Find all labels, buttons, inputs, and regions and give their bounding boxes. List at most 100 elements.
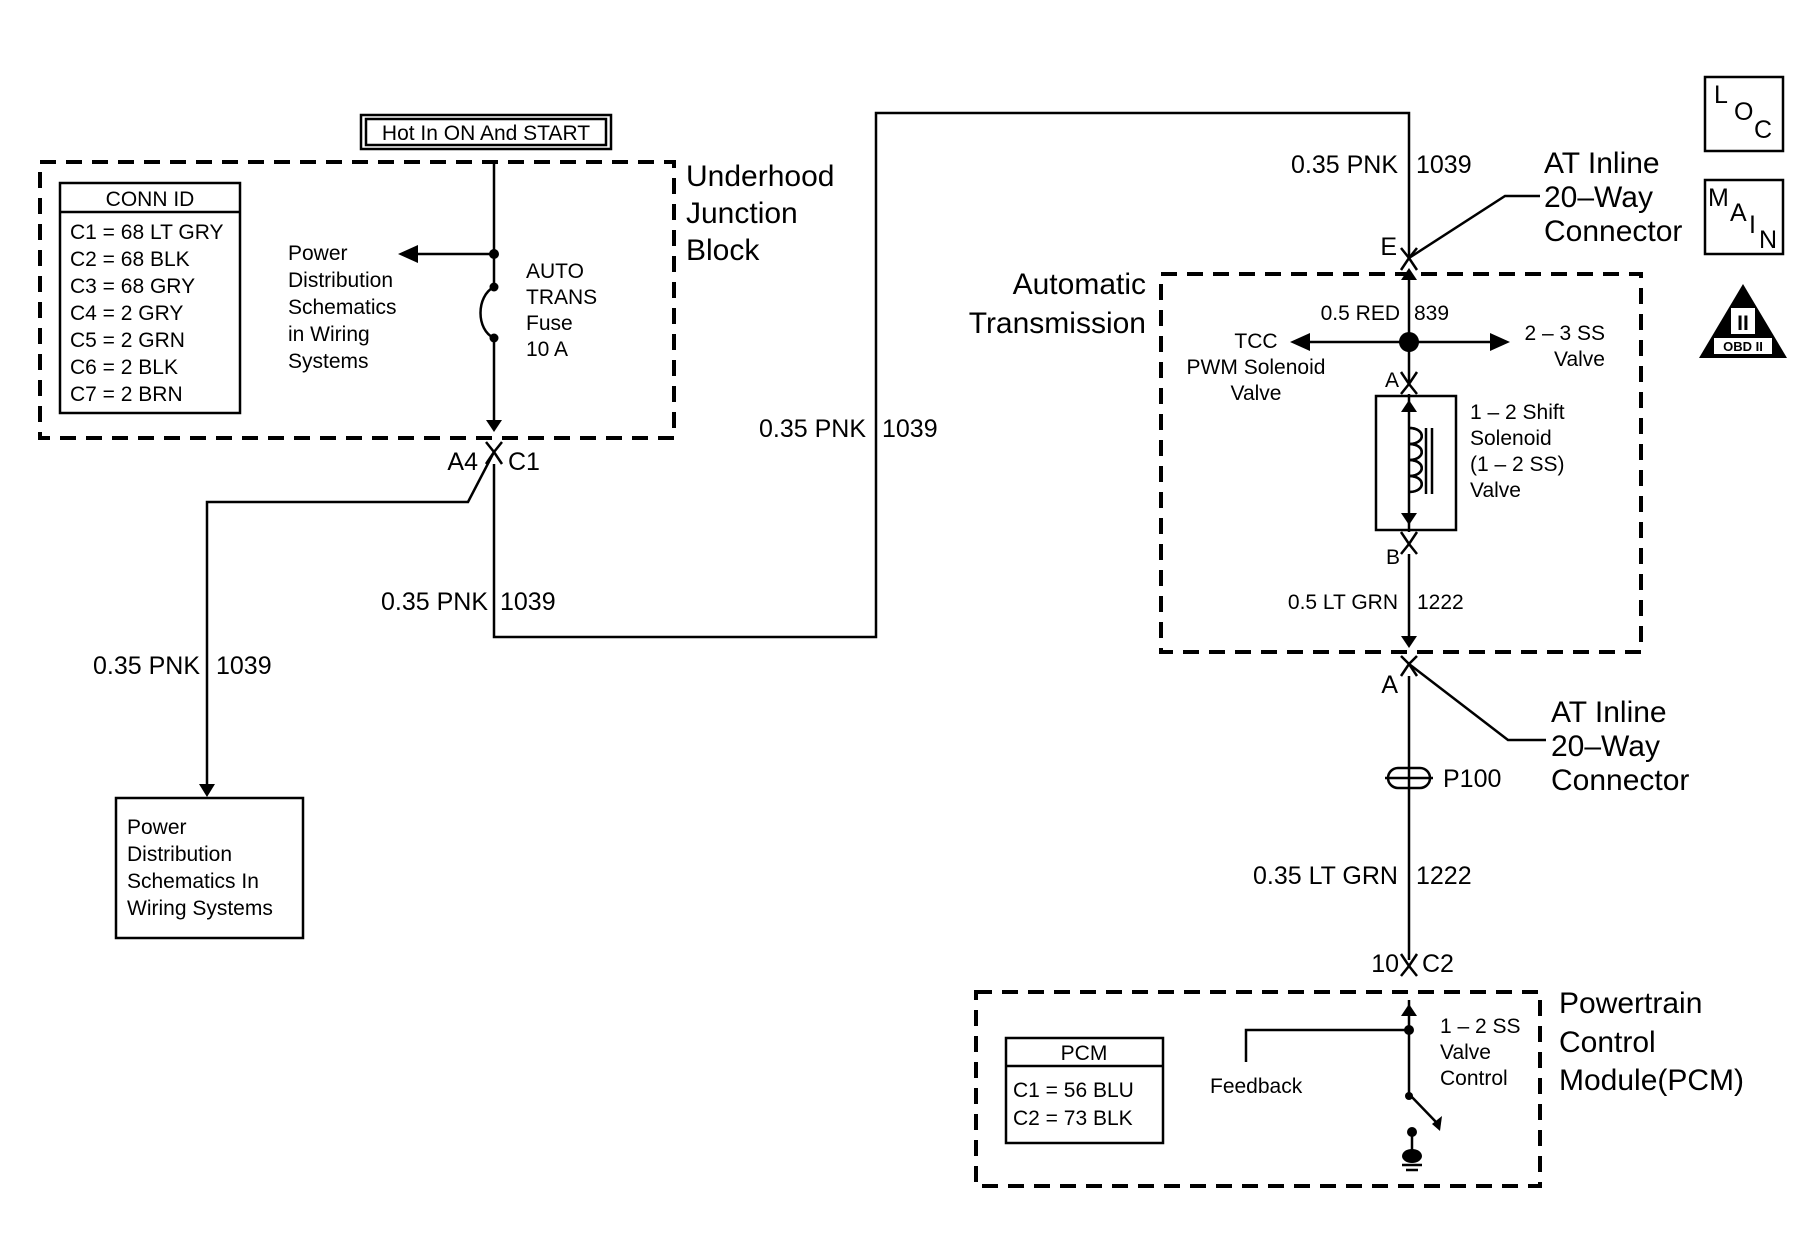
obd-ii-label-box <box>1714 338 1772 354</box>
pcm-table-row-2: C2 = 73 BLK <box>1013 1107 1133 1130</box>
splice-p100: P100 <box>1385 765 1501 793</box>
shift-solenoid-12 <box>1374 394 1458 532</box>
inner-grn-gauge: 0.5 LT GRN <box>1288 591 1398 614</box>
conn-id-row-1: C1 = 68 LT GRY <box>70 221 224 244</box>
pcm-switch-arrow-icon <box>1432 1116 1442 1131</box>
at-bottom-label-line-2: 20–Way <box>1551 730 1660 763</box>
conn-id-row-6: C6 = 2 BLK <box>70 356 178 379</box>
top-right-gauge: 0.35 PNK <box>1291 151 1398 179</box>
shift-solenoid-label: 1 – 2 Shift Solenoid (1 – 2 SS) Valve <box>1470 401 1565 502</box>
pcm-control-line-3: Control <box>1440 1067 1508 1090</box>
mid-high-gauge: 0.35 PNK <box>759 415 866 443</box>
power-dist-box-line-3: Schematics In <box>127 870 259 893</box>
connector-c1-conn-label: C1 <box>508 448 540 476</box>
pcm-table-title: PCM <box>1061 1042 1108 1065</box>
power-dist-box-line-4: Wiring Systems <box>127 897 273 920</box>
hot-label-inner <box>364 117 608 147</box>
solenoid-pin-a-label: A <box>1385 369 1399 392</box>
at-bottom-label-line-3: Connector <box>1551 764 1689 797</box>
ss23-label: 2 – 3 SS Valve <box>1524 322 1605 371</box>
transmission-title-line-2: Transmission <box>969 307 1146 340</box>
at-bottom-lower-chevron-icon <box>1399 661 1419 677</box>
left-branch-wire <box>205 451 496 788</box>
at-top-leader-line <box>1408 194 1540 260</box>
conn-id-row-5: C5 = 2 GRN <box>70 329 185 352</box>
at-bottom-leader-line <box>1408 663 1546 742</box>
conn-id-row-4: C4 = 2 GRY <box>70 302 183 325</box>
feedback-wire <box>1244 1028 1409 1062</box>
loc-letter-l: L <box>1714 81 1728 109</box>
tcc-label-line-2: PWM Solenoid <box>1187 356 1326 379</box>
power-dist-box-line-2: Distribution <box>127 843 232 866</box>
obd-ii-label: OBD II <box>1723 339 1763 354</box>
ss23-label-line-2: Valve <box>1554 348 1605 371</box>
pcm-input-arrow-icon <box>1401 1004 1417 1016</box>
left-branch-gauge: 0.35 PNK <box>93 652 200 680</box>
red-wire-up-arrow-icon <box>1401 268 1417 280</box>
shift-solenoid-line-3: (1 – 2 SS) <box>1470 453 1565 476</box>
shift-solenoid-line-4: Valve <box>1470 479 1521 502</box>
main-letter-i: I <box>1749 211 1756 239</box>
hot-label: Hot In ON And START <box>359 113 613 151</box>
pcm-table: PCM C1 = 56 BLU C2 = 73 BLK <box>1004 1036 1165 1145</box>
power-dist-line-1: Power <box>288 242 348 265</box>
tcc-arrow-icon <box>1290 333 1310 351</box>
power-dist-arrow-icon <box>398 245 418 263</box>
power-dist-line-3: Schematics <box>288 296 397 319</box>
conn-id-row-7: C7 = 2 BRN <box>70 383 183 406</box>
solenoid-pin-a-lower-chevron-icon <box>1400 381 1418 395</box>
conn-id-table: CONN ID C1 = 68 LT GRY C2 = 68 BLK C3 = … <box>58 181 242 415</box>
hot-label-text: Hot In ON And START <box>382 122 590 145</box>
main-badge-frame <box>1703 178 1785 256</box>
main-letter-n: N <box>1759 226 1777 254</box>
shift-solenoid-frame <box>1374 394 1458 532</box>
fuse-top-node-icon <box>489 249 499 259</box>
tcc-label: TCC PWM Solenoid Valve <box>1187 330 1326 405</box>
tcc-label-line-1: TCC <box>1234 330 1277 353</box>
at-connector-top: E AT Inline 20–Way Connector <box>1380 147 1682 271</box>
at-connector-bottom: A AT Inline 20–Way Connector <box>1381 655 1689 797</box>
hot-label-outer <box>359 113 613 151</box>
shift-solenoid-up-arrow-icon <box>1401 400 1417 412</box>
inner-grn-arrow-icon <box>1401 636 1417 648</box>
fuse-label-line-2: TRANS <box>526 286 597 309</box>
pcm-boundary <box>974 990 1542 1188</box>
pcm-title-line-1: Powertrain <box>1559 987 1702 1020</box>
main-badge: M A I N <box>1703 178 1785 256</box>
main-letter-a: A <box>1730 199 1747 227</box>
loc-letter-c: C <box>1754 116 1772 144</box>
shift-solenoid-line-1: 1 – 2 Shift <box>1470 401 1565 424</box>
shift-solenoid-down-arrow-icon <box>1401 513 1417 525</box>
mid-high-circuit: 1039 <box>882 415 938 443</box>
transmission-title-line-1: Automatic <box>1013 268 1146 301</box>
at-bottom-label-line-1: AT Inline <box>1551 696 1667 729</box>
pcm-control-label: 1 – 2 SS Valve Control <box>1440 1015 1521 1090</box>
loc-letter-o: O <box>1734 98 1753 126</box>
at-top-pin-label: E <box>1380 233 1397 261</box>
fuse-label-line-1: AUTO <box>526 260 584 283</box>
at-top-label-line-3: Connector <box>1544 215 1682 248</box>
power-distribution-note: Power Distribution Schematics in Wiring … <box>288 242 397 373</box>
at-top-label-line-2: 20–Way <box>1544 181 1653 214</box>
left-branch-arrow-icon <box>199 784 215 797</box>
shift-solenoid-coil-icon <box>1408 426 1423 494</box>
tcc-label-line-3: Valve <box>1231 382 1282 405</box>
automatic-transmission-boundary <box>1159 272 1643 654</box>
pcm-switch-contact <box>1408 1093 1437 1123</box>
power-dist-box: Power Distribution Schematics In Wiring … <box>114 796 305 940</box>
fuse-label-line-3: Fuse <box>526 312 573 335</box>
pcm-connector-lower-chevron-icon <box>1400 963 1418 977</box>
conn-id-title: CONN ID <box>106 188 195 211</box>
red-wire-gauge: 0.5 RED <box>1321 302 1400 325</box>
main-letter-m: M <box>1708 184 1729 212</box>
fuse-output-arrow-icon <box>486 420 502 432</box>
power-dist-line-5: Systems <box>288 350 369 373</box>
pcm-control-line-2: Valve <box>1440 1041 1491 1064</box>
pcm-title-line-2: Control <box>1559 1026 1656 1059</box>
ground-icon <box>1402 1149 1422 1163</box>
obd-ii-numeral-box <box>1731 308 1755 334</box>
ss23-arrow-icon <box>1490 333 1510 351</box>
shift-solenoid-line-2: Solenoid <box>1470 427 1552 450</box>
